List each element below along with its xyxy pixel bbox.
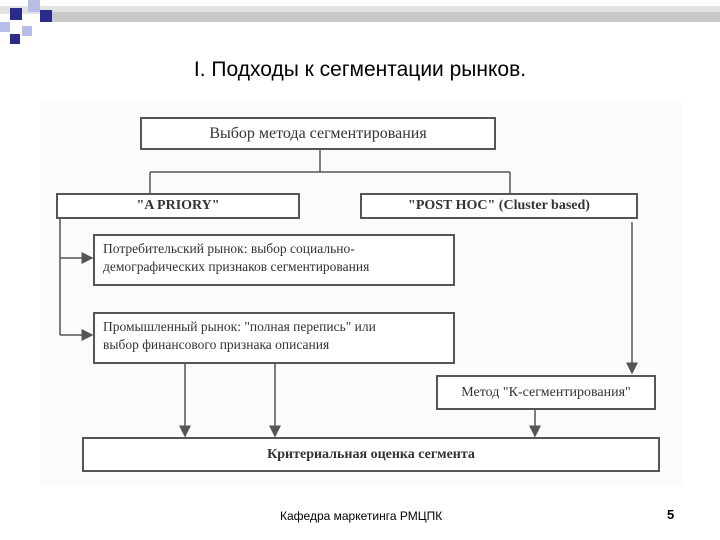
k-segmentation-box: Метод "К-сегментирования": [436, 375, 656, 410]
criterial-evaluation-box: Критериальная оценка сегмента: [82, 437, 660, 472]
consumer-market-line1: Потребительский рынок: выбор социально-: [103, 241, 355, 256]
k-segmentation-label: Метод "К-сегментирования": [461, 384, 631, 400]
industrial-market-line2: выбор финансового признака описания: [103, 337, 330, 352]
method-choice-box: Выбор метода сегментирования: [140, 117, 496, 150]
post-hoc-label: "POST HOC" (Cluster based): [408, 198, 590, 213]
a-priory-label: "A PRIORY": [136, 198, 220, 213]
page-number: 5: [667, 507, 675, 522]
header-decoration: [0, 0, 720, 44]
industrial-market-box: Промышленный рынок: "полная перепись" ил…: [93, 312, 455, 364]
consumer-market-box: Потребительский рынок: выбор социально- …: [93, 234, 455, 286]
a-priory-box: "A PRIORY": [56, 193, 300, 219]
diagram-area: [40, 100, 682, 486]
industrial-market-line1: Промышленный рынок: "полная перепись" ил…: [103, 319, 376, 334]
consumer-market-line2: демографических признаков сегментировани…: [103, 259, 370, 274]
footer-text: Кафедра маркетинга РМЦПК: [280, 509, 443, 523]
method-choice-label: Выбор метода сегментирования: [209, 124, 427, 142]
criterial-evaluation-label: Критериальная оценка сегмента: [267, 446, 475, 462]
post-hoc-box: "POST HOC" (Cluster based): [360, 193, 638, 219]
slide-title: I. Подходы к сегментации рынков.: [193, 58, 527, 81]
